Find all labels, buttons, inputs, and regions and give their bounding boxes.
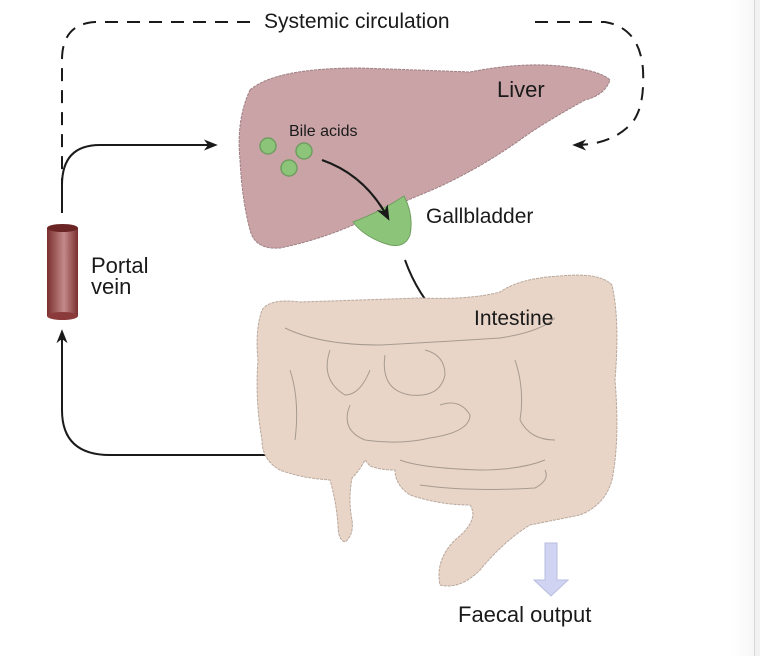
intestine-to-portal-vein-arrow [56, 329, 385, 456]
liver-label: Liver [497, 77, 545, 102]
liver-to-gallbladder-arrow [321, 158, 390, 221]
liver-shape [238, 64, 611, 249]
portal-vein-label: Portal vein [91, 253, 155, 299]
systemic-circulation-return-arrow [535, 21, 645, 151]
bile-acid-particle [295, 142, 313, 160]
scrollbar[interactable] [754, 0, 760, 656]
portal-vein-icon [47, 224, 78, 320]
gallbladder-label: Gallbladder [426, 205, 533, 228]
bile-acid-particle [259, 137, 277, 155]
faecal-output-arrow [532, 542, 570, 597]
systemic-circulation-path [61, 21, 250, 185]
bile-acid-particle [280, 159, 298, 177]
intestine-shape [256, 274, 618, 587]
bile-acids-label: Bile acids [289, 123, 357, 140]
intestine-label: Intestine [474, 307, 553, 330]
systemic-circulation-label: Systemic circulation [264, 10, 450, 33]
gallbladder-shape [352, 195, 412, 246]
faecal-output-label: Faecal output [458, 602, 591, 627]
portal-vein-to-liver-arrow [61, 139, 218, 213]
page-edge-shadow [730, 0, 754, 656]
